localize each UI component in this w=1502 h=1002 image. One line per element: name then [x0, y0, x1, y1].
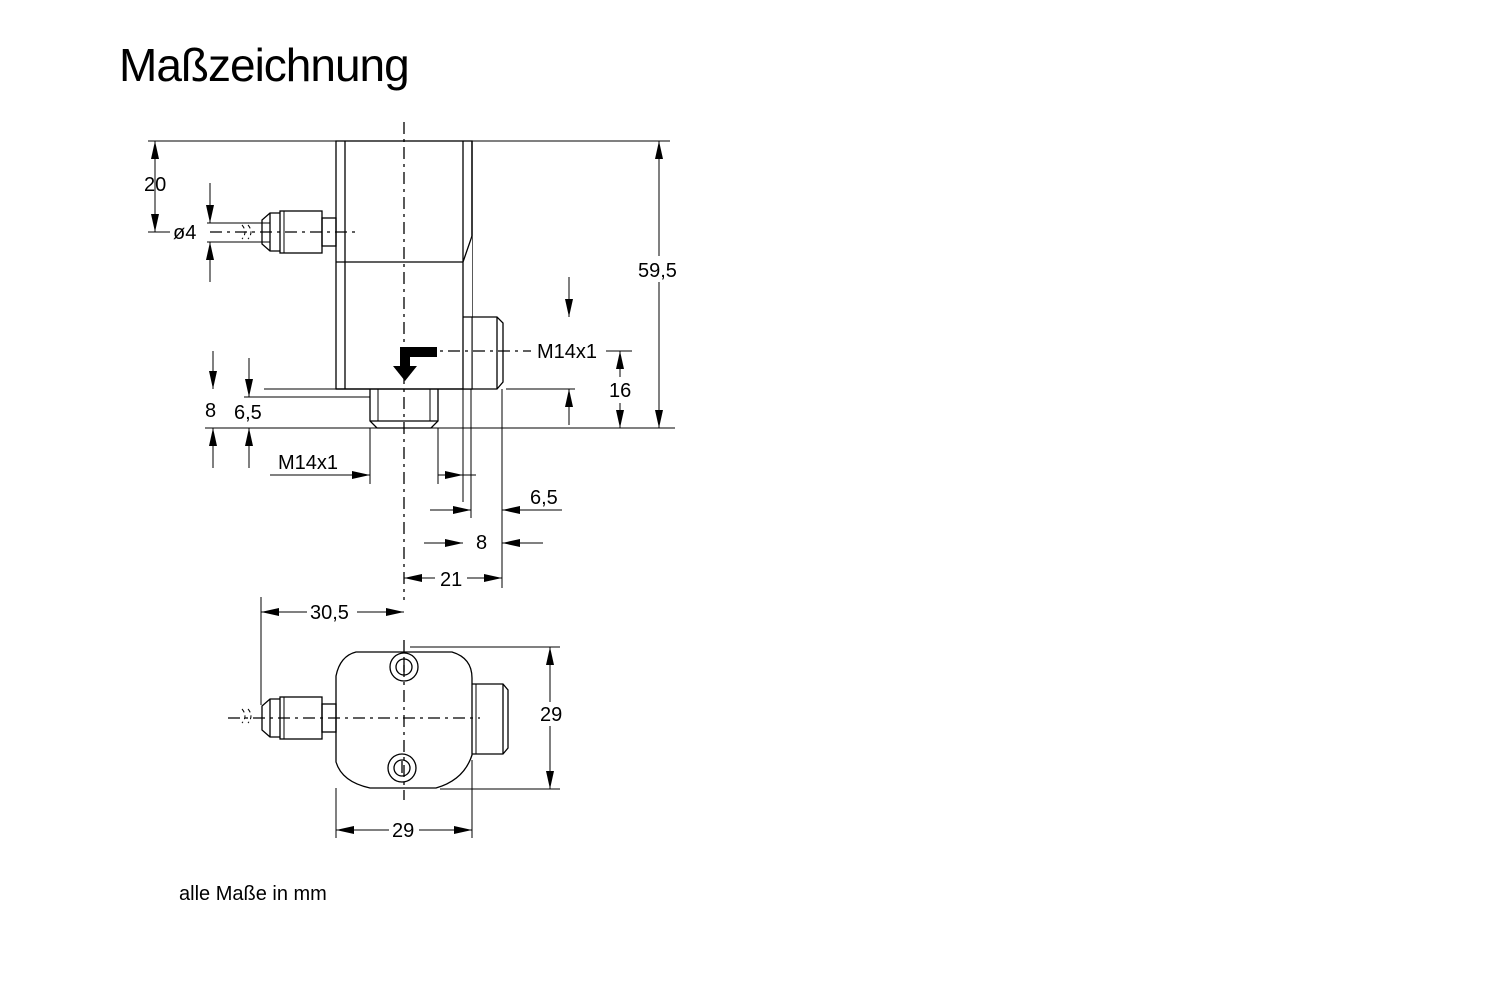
side-thread-port: [463, 316, 504, 390]
dim-30-5-label: 30,5: [310, 602, 349, 624]
dim-16-label: 16: [609, 380, 631, 402]
units-footnote: alle Maße in mm: [179, 883, 327, 905]
dim-59-5-label: 59,5: [638, 260, 677, 282]
dim-29-vertical-label: 29: [540, 704, 562, 726]
tube-fitting-left: [241, 210, 337, 254]
dim-8-right-label: 8: [476, 532, 487, 554]
dim-6-5-right-label: 6,5: [530, 487, 558, 509]
dim-21-label: 21: [440, 569, 462, 591]
dim-side-thread-label: M14x1: [537, 341, 597, 363]
flow-direction-arrow: [393, 347, 437, 381]
body-top-outline: [335, 651, 473, 789]
dim-29-horizontal-label: 29: [392, 820, 414, 842]
dim-20-label: 20: [144, 174, 166, 196]
dim-6-5-left-label: 6,5: [234, 402, 262, 424]
dim-8-left-label: 8: [205, 400, 216, 422]
page-title: Maßzeichnung: [119, 39, 410, 91]
side-view: 20 ø4 59,5 M14x1 16 8: [144, 122, 684, 600]
top-view: 30,5: [228, 597, 567, 842]
dim-bottom-thread-label: M14x1: [278, 452, 338, 474]
top-view-side-port: [472, 683, 509, 755]
mounting-screw-bottom: [387, 753, 417, 783]
dim-diameter-label: ø4: [173, 222, 196, 244]
